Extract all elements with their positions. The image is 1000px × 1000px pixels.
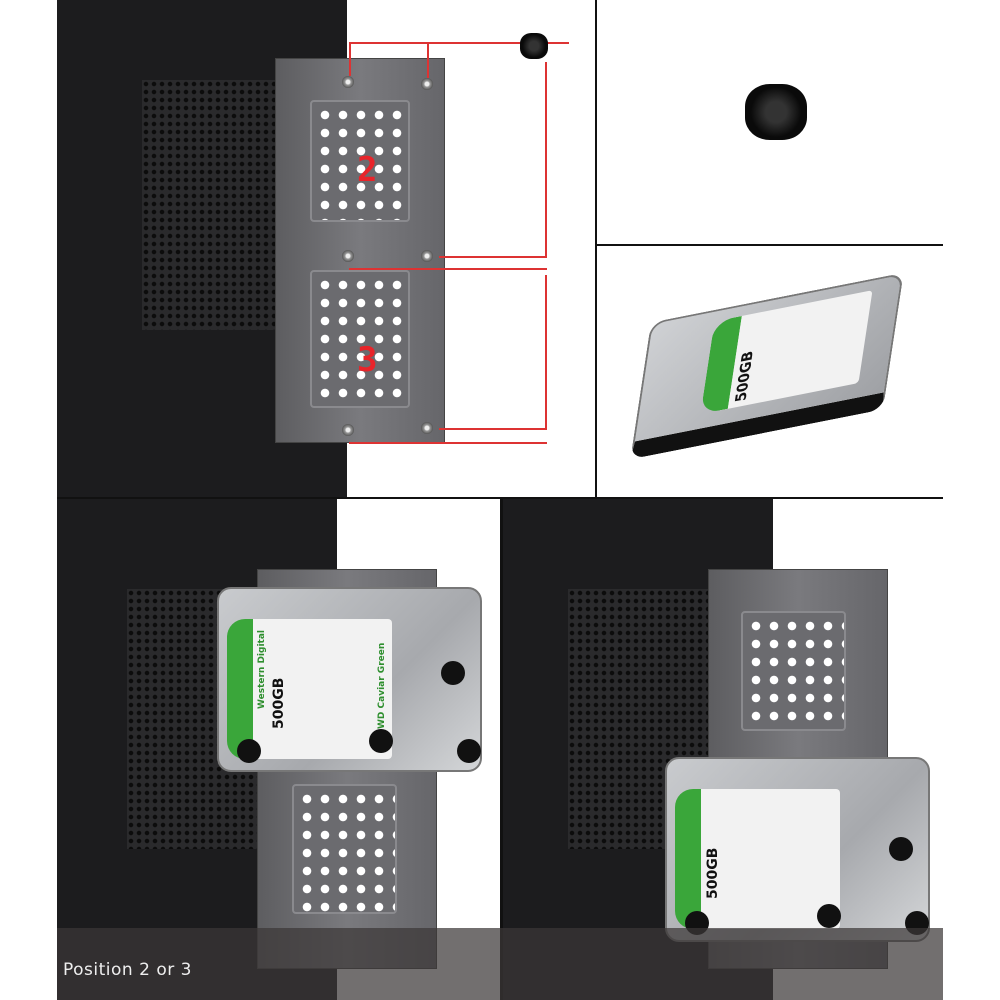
case-mesh xyxy=(568,589,708,849)
mount-hole xyxy=(237,739,261,763)
bay-window-3 xyxy=(310,270,410,408)
brand-text: Western Digital xyxy=(257,630,267,709)
guide-line xyxy=(439,256,547,258)
guide-line xyxy=(439,428,547,430)
drive-label: WD 500GB xyxy=(675,789,840,929)
hard-drive-position-3: WD 500GB xyxy=(665,757,930,942)
mount-hole xyxy=(441,661,465,685)
wd-logo: WD xyxy=(232,675,243,693)
wd-logo: WD xyxy=(680,845,691,863)
screw-hole xyxy=(342,424,354,436)
rubber-grommet-icon xyxy=(745,84,807,140)
caption-bar xyxy=(57,928,943,1000)
capacity-text: 500GB xyxy=(271,677,287,729)
divider xyxy=(595,0,597,497)
bay-window-2 xyxy=(741,611,846,731)
screw-hole xyxy=(342,76,354,88)
hard-drive: 500GB xyxy=(630,272,904,460)
mount-hole xyxy=(889,837,913,861)
guide-line xyxy=(545,275,547,430)
guide-line xyxy=(545,62,547,257)
drive-label: 500GB xyxy=(700,290,873,415)
position-2-panel: WD Western Digital 500GB WD Caviar Green xyxy=(57,499,500,1000)
screw-hole xyxy=(342,250,354,262)
capacity-text: 500GB xyxy=(732,349,758,404)
guide-line xyxy=(349,42,351,76)
mount-hole xyxy=(369,729,393,753)
hdd-panel: 500GB xyxy=(597,246,943,497)
drive-label: WD Western Digital 500GB WD Caviar Green xyxy=(227,619,392,759)
divider xyxy=(57,497,943,499)
position-3-panel: WD 500GB xyxy=(503,499,943,1000)
cage-diagram-panel: 2 3 xyxy=(57,0,595,497)
mount-hole xyxy=(817,904,841,928)
guide-line xyxy=(427,42,429,78)
screw-hole xyxy=(421,250,433,262)
bay-window-2 xyxy=(310,100,410,222)
divider xyxy=(597,244,943,246)
bay-label-3: 3 xyxy=(357,340,378,380)
screw-hole xyxy=(421,78,433,90)
grommet-closeup-panel xyxy=(597,0,943,244)
guide-line xyxy=(349,268,547,270)
rubber-grommet-icon xyxy=(520,33,548,59)
bay-label-2: 2 xyxy=(357,150,378,190)
capacity-text: 500GB xyxy=(705,847,721,899)
series-text: WD Caviar Green xyxy=(377,642,387,729)
mount-hole xyxy=(457,739,481,763)
bay-window-3 xyxy=(292,784,397,914)
guide-line xyxy=(349,442,547,444)
screw-hole xyxy=(421,422,433,434)
caption-text: Position 2 or 3 xyxy=(63,960,192,980)
guide-line xyxy=(349,42,569,44)
divider xyxy=(500,499,503,1000)
hard-drive-position-2: WD Western Digital 500GB WD Caviar Green xyxy=(217,587,482,772)
case-mesh xyxy=(142,80,292,330)
